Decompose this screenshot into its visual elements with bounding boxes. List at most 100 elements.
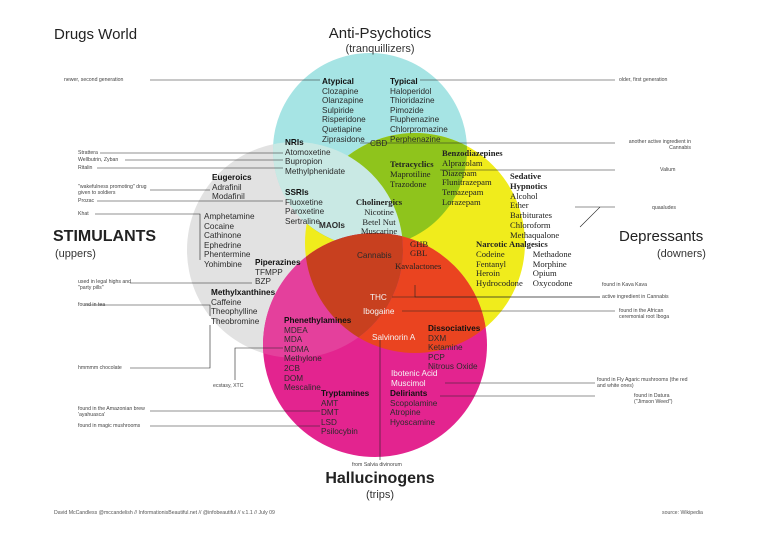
piperazines-item: BZP bbox=[255, 277, 271, 287]
thc-label: THC bbox=[370, 293, 387, 302]
ibotenic-item: Muscimol bbox=[391, 378, 426, 388]
note-party-pills: used in legal highs and "party pills" bbox=[78, 279, 132, 292]
nris-heading: NRIs bbox=[285, 138, 304, 147]
typical-item: Chlorpromazine bbox=[390, 124, 448, 134]
benzodiazepines-item: Lorazepam bbox=[442, 196, 481, 207]
maois-label: MAOIs bbox=[319, 221, 345, 230]
atypical-item: Clozapine bbox=[322, 86, 359, 96]
piperazines-group: Piperazines TFMPP BZP bbox=[255, 258, 301, 287]
note-strattera: Strattera bbox=[78, 150, 98, 156]
ghb-label: GHB bbox=[410, 239, 429, 249]
hallucinogens-subtitle: (trips) bbox=[365, 489, 395, 501]
nris-item: Bupropion bbox=[285, 157, 323, 167]
cholinergics-item: Betel Nut bbox=[362, 216, 396, 227]
tryptamines-item: AMT bbox=[321, 398, 339, 408]
depressants-subtitle: (downers) bbox=[657, 248, 706, 260]
kavalactones-label: Kavalactones bbox=[395, 261, 442, 271]
tryptamines-item: LSD bbox=[321, 417, 337, 427]
eugeroics-heading: Eugeroics bbox=[212, 173, 252, 182]
eugeroics-item: Adrafinil bbox=[212, 182, 242, 192]
sedative-item: Ether bbox=[510, 200, 529, 211]
methylxanthines-heading: Methylxanthines bbox=[211, 288, 276, 297]
ibogaine-label: Ibogaine bbox=[363, 307, 395, 316]
stimulant-item: Cocaine bbox=[204, 221, 235, 231]
stimulant-item: Ephedrine bbox=[204, 240, 242, 250]
atypical-item: Risperidone bbox=[322, 115, 366, 125]
note-thc: active ingredient in Cannabis bbox=[602, 294, 669, 300]
cholinergics-group: Cholinergics Nicotine Betel Nut Muscarin… bbox=[355, 197, 403, 237]
deliriants-item: Scopolamine bbox=[390, 398, 438, 408]
narcotic-group: Narcotic Analgesics Codeine Fentanyl Her… bbox=[476, 239, 572, 289]
benzodiazepines-item: Diazepam bbox=[442, 167, 477, 178]
note-magic-mushrooms: found in magic mushrooms bbox=[78, 423, 141, 429]
narcotic-item: Morphine bbox=[532, 258, 567, 269]
atypical-item: Olanzapine bbox=[322, 96, 364, 106]
note-tea: found in tea bbox=[78, 302, 106, 308]
page-title: Drugs World bbox=[54, 26, 138, 43]
eugeroics-group: Eugeroics Adrafinil Modafinil bbox=[212, 173, 252, 202]
tetracyclics-group: Tetracyclics Maprotiline Trazodone bbox=[390, 159, 434, 189]
footer-source: source: Wikipedia bbox=[662, 510, 703, 516]
dissociatives-heading: Dissociatives bbox=[428, 324, 481, 333]
benzodiazepines-heading: Benzodiazepines bbox=[442, 148, 503, 158]
tryptamines-group: Tryptamines AMT DMT LSD Psilocybin bbox=[321, 389, 369, 437]
nris-group: NRIs Atomoxetine Bupropion Methylphenida… bbox=[285, 138, 345, 176]
deliriants-heading: Deliriants bbox=[390, 389, 428, 398]
methylxanthines-group: Methylxanthines Caffeine Theophylline Th… bbox=[211, 288, 275, 326]
stimulant-item: Yohimbine bbox=[204, 259, 242, 269]
narcotic-item: Heroin bbox=[476, 268, 500, 279]
sedative-group: Sedative Hypnotics Alcohol Ether Barbitu… bbox=[510, 171, 570, 241]
note-wellbutrin: Wellbutrin, Zyban bbox=[78, 157, 119, 163]
benzodiazepines-group: Benzodiazepines Alprazolam Diazepam Flun… bbox=[442, 148, 503, 208]
stimulant-item: Cathinone bbox=[204, 231, 242, 241]
atypical-item: Ziprasidone bbox=[322, 134, 365, 144]
dissociatives-group: Dissociatives DXM Ketamine PCP Nitrous O… bbox=[428, 324, 480, 372]
atypical-group: Atypical Clozapine Olanzapine Sulpiride … bbox=[322, 77, 366, 144]
typical-item: Perphenazine bbox=[390, 134, 441, 144]
salvinorin-label: Salvinorin A bbox=[372, 333, 416, 342]
sedative-item: Methaqualone bbox=[510, 229, 560, 240]
deliriants-item: Atropine bbox=[390, 408, 421, 418]
note-quaaludes: quaaludes bbox=[652, 205, 676, 211]
ssris-item: Fluoxetine bbox=[285, 197, 323, 207]
narcotic-item: Methadone bbox=[532, 248, 572, 259]
note-datura: found in Datura ("Jimson Weed") bbox=[634, 393, 673, 406]
tryptamines-item: DMT bbox=[321, 408, 339, 418]
atypical-item: Sulpiride bbox=[322, 105, 354, 115]
narcotic-heading: Narcotic Analgesics bbox=[476, 239, 548, 249]
stimulant-item: Phentermine bbox=[204, 250, 251, 260]
sedative-item: Chloroform bbox=[510, 219, 551, 230]
phenethylamines-item: MDMA bbox=[284, 344, 310, 354]
phenethylamines-item: Methylone bbox=[284, 354, 322, 364]
cholinergics-heading: Cholinergics bbox=[355, 197, 403, 207]
note-wakefulness: "wakefulness promoting" drug given to so… bbox=[78, 184, 147, 197]
atypical-item: Quetiapine bbox=[322, 124, 362, 134]
stimulants-title: STIMULANTS bbox=[53, 228, 157, 245]
typical-item: Pimozide bbox=[390, 105, 424, 115]
ssris-group: SSRIs Fluoxetine Paroxetine Sertraline bbox=[285, 188, 324, 226]
benzodiazepines-item: Flunitrazepam bbox=[442, 177, 492, 188]
cholinergics-item: Muscarine bbox=[360, 226, 398, 237]
dissociatives-item: Nitrous Oxide bbox=[428, 362, 478, 372]
deliriants-group: Deliriants Scopolamine Atropine Hyoscami… bbox=[390, 389, 437, 427]
dissociatives-item: DXM bbox=[428, 333, 447, 343]
ssris-item: Paroxetine bbox=[285, 207, 325, 217]
anti-psychotics-subtitle: (tranquillizers) bbox=[345, 43, 415, 55]
methylxanthines-item: Caffeine bbox=[211, 297, 242, 307]
stimulants-subtitle: (uppers) bbox=[55, 248, 96, 260]
phenethylamines-group: Phenethylamines MDEA MDA MDMA Methylone … bbox=[284, 316, 351, 393]
methylxanthines-item: Theobromine bbox=[211, 316, 260, 326]
phenethylamines-item: MDA bbox=[284, 335, 303, 345]
note-cannabis-ingredient: another active ingredient in Cannabis bbox=[628, 139, 691, 152]
note-valium: Valium bbox=[660, 167, 676, 173]
cbd-label: CBD bbox=[370, 139, 388, 148]
note-salvia: from Salvia divinorum bbox=[352, 462, 402, 468]
note-fly-agaric: found in Fly Agaric mushrooms (the red a… bbox=[597, 377, 688, 390]
tetracyclics-item: Maprotiline bbox=[390, 168, 431, 179]
note-chocolate: hmmmm chocolate bbox=[78, 365, 122, 371]
gbl-label: GBL bbox=[410, 248, 428, 258]
phenethylamines-heading: Phenethylamines bbox=[284, 316, 352, 325]
stimulant-item: Amphetamine bbox=[204, 212, 255, 221]
note-newer: newer, second generation bbox=[64, 77, 124, 83]
narcotic-item: Codeine bbox=[476, 248, 505, 259]
